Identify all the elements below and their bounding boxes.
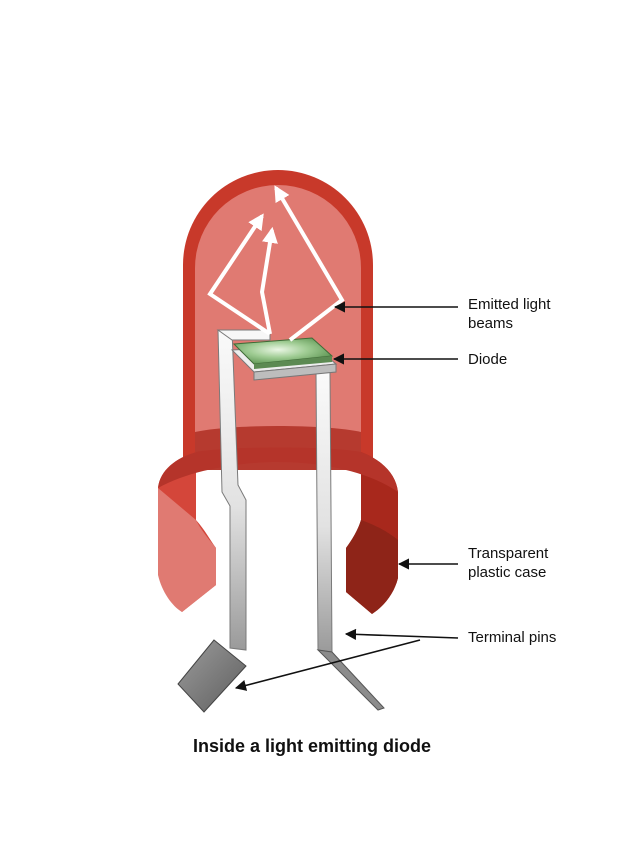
terminal-pin-left-foot [177, 639, 247, 713]
callout-leaders [234, 301, 459, 691]
light-beam-right [274, 185, 345, 342]
light-beam-middle [259, 226, 278, 335]
diode-base-side [253, 363, 337, 381]
case-flange-front [158, 488, 216, 612]
diode-chip [230, 337, 338, 381]
leader-pin-left [234, 639, 421, 691]
light-beam-left [207, 213, 272, 336]
plastic-case [158, 170, 398, 614]
label-diode: Diode [468, 351, 508, 368]
terminal-pin-right [315, 371, 333, 653]
terminal-pin-left [217, 329, 247, 651]
diode-top-side [254, 356, 332, 369]
label-case: Transparent plastic case [468, 545, 549, 581]
case-flange-top [158, 447, 398, 492]
diagram-caption: Inside a light emitting diode [192, 736, 431, 756]
terminal-pin-left-top [216, 329, 271, 341]
leader-pin-right [344, 628, 459, 640]
terminal-pin-right-tail [316, 649, 385, 711]
light-beams [207, 185, 345, 342]
case-flange-right-face [346, 520, 398, 614]
terminal-pins [177, 329, 385, 713]
label-pins: Terminal pins [468, 629, 557, 646]
label-emitted-light: Emitted light beams [468, 296, 551, 332]
